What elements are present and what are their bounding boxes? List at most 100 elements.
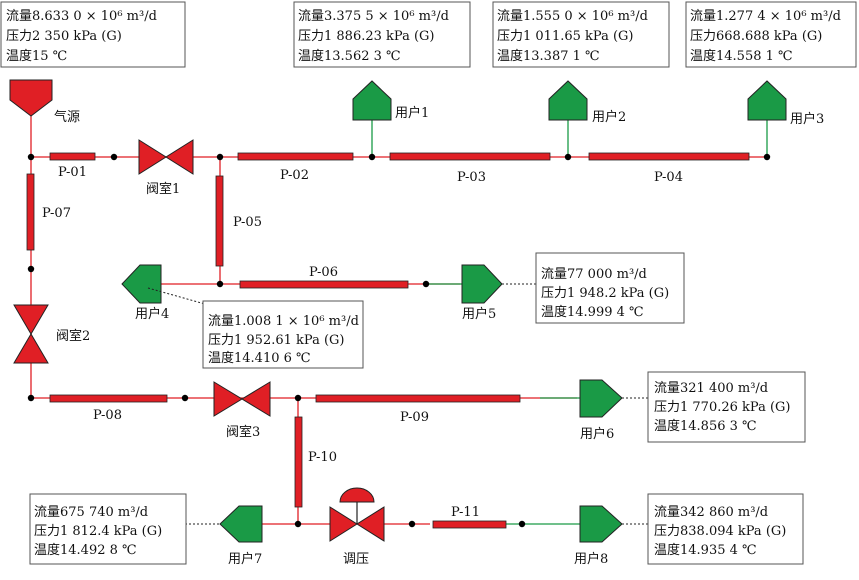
user-2-flow-text: 流量1.555 0 × 10⁶ m³/d (497, 9, 648, 24)
user-3[interactable]: 用户3 (747, 80, 824, 127)
pipe-segments (26, 152, 750, 529)
pipe-p11[interactable] (432, 520, 507, 529)
info-box-user-2: 流量1.555 0 × 10⁶ m³/d 压力1 011.65 kPa (G) … (492, 1, 670, 68)
user-6-temp-text: 温度14.856 3 ℃ (654, 418, 757, 434)
user-station-icon (352, 80, 392, 121)
info-box-user-4: 流量1.008 1 × 10⁶ m³/d 压力1 952.61 kPa (G) … (202, 300, 364, 369)
user-7-temp-text: 温度14.492 8 ℃ (34, 542, 137, 558)
regulator-actuator-icon (339, 487, 375, 503)
pressure-regulator[interactable]: 调压 (329, 487, 385, 567)
leader-lines (147, 283, 648, 525)
pipe-p01[interactable] (49, 152, 96, 161)
user-station-icon (548, 80, 588, 121)
pipe-label-p10: P-10 (308, 450, 337, 465)
valve-room-1-label: 阀室1 (146, 181, 180, 197)
pipe-p04[interactable] (588, 152, 750, 161)
user-5-pressure-text: 压力1 948.2 kPa (G) (541, 286, 669, 301)
valve-icon (138, 139, 167, 175)
user-4-pressure-text: 压力1 952.61 kPa (G) (208, 333, 344, 348)
user-8[interactable]: 用户8 (574, 505, 623, 567)
user-8-flow-text: 流量342 860 m³/d (654, 505, 768, 520)
valve-room-1[interactable]: 阀室1 (138, 139, 194, 197)
user-7-pressure-text: 压力1 812.4 kPa (G) (34, 524, 162, 539)
user-5-temp-text: 温度14.999 4 ℃ (541, 304, 644, 320)
user-3-pressure-text: 压力668.688 kPa (G) (690, 29, 822, 44)
user-8-temp-text: 温度14.935 4 ℃ (654, 542, 757, 558)
gas-source-label: 气源 (54, 109, 80, 125)
user-4-flow-text: 流量1.008 1 × 10⁶ m³/d (208, 314, 359, 329)
pipe-p05[interactable] (215, 175, 224, 267)
user-2-label: 用户2 (592, 109, 626, 125)
info-box-user-1: 流量3.375 5 × 10⁶ m³/d 压力1 886.23 kPa (G) … (293, 1, 471, 68)
regulator-label: 调压 (343, 552, 369, 567)
valve-room-3-label: 阀室3 (226, 424, 260, 440)
user-5[interactable]: 用户5 (461, 264, 503, 322)
info-box-user-5: 流量77 000 m³/d 压力1 948.2 kPa (G) 温度14.999… (535, 252, 685, 324)
user-station-icon (121, 264, 162, 304)
user-1[interactable]: 用户1 (352, 80, 429, 121)
user-2-temp-text: 温度13.387 1 ℃ (497, 48, 600, 64)
user-1-flow-text: 流量3.375 5 × 10⁶ m³/d (298, 9, 449, 24)
valve-icon (213, 381, 243, 417)
user-3-temp-text: 温度14.558 1 ℃ (690, 48, 793, 64)
valve-room-2-label: 阀室2 (56, 328, 90, 344)
user-4-temp-text: 温度14.410 6 ℃ (208, 350, 311, 366)
info-box-user-6: 流量321 400 m³/d 压力1 770.26 kPa (G) 温度14.8… (647, 371, 806, 443)
valve-room-3[interactable]: 阀室3 (213, 381, 271, 440)
user-7-label: 用户7 (228, 551, 262, 567)
user-8-pressure-text: 压力838.094 kPa (G) (654, 524, 786, 539)
user-5-label: 用户5 (462, 306, 496, 322)
junction-nodes (27, 153, 771, 528)
pipe-p02[interactable] (237, 152, 354, 161)
user-7[interactable]: 用户7 (219, 505, 263, 567)
pipe-label-p06: P-06 (309, 265, 338, 280)
pipe-label-p09: P-09 (400, 410, 429, 425)
user-1-pressure-text: 压力1 886.23 kPa (G) (298, 29, 434, 44)
source-flow-text: 流量8.633 0 × 10⁶ m³/d (6, 9, 157, 24)
user-station-icon (461, 264, 503, 304)
valve-icon (13, 333, 49, 364)
pipe-labels: P-01 P-02 P-03 P-04 P-05 P-06 P-07 P-08 … (42, 165, 683, 520)
user-7-flow-text: 流量675 740 m³/d (34, 505, 148, 520)
pipe-p06[interactable] (239, 280, 409, 289)
user-3-flow-text: 流量1.277 4 × 10⁶ m³/d (690, 9, 841, 24)
user-branch-lines (371, 120, 768, 525)
pipe-p03[interactable] (389, 152, 551, 161)
gas-source-icon (9, 79, 53, 117)
info-box-user-8: 流量342 860 m³/d 压力838.094 kPa (G) 温度14.93… (647, 493, 804, 565)
user-6[interactable]: 用户6 (579, 379, 623, 442)
user-1-label: 用户1 (395, 105, 429, 121)
info-box-user-7: 流量675 740 m³/d 压力1 812.4 kPa (G) 温度14.49… (29, 493, 187, 565)
pipe-p09[interactable] (315, 394, 521, 403)
pipe-p07[interactable] (26, 173, 35, 251)
source-temp-text: 温度15 ℃ (6, 48, 67, 64)
pipe-p08[interactable] (49, 394, 168, 403)
user-3-label: 用户3 (790, 111, 824, 127)
user-station-icon (747, 80, 787, 121)
user-2-pressure-text: 压力1 011.65 kPa (G) (497, 29, 633, 44)
source-pressure-text: 压力2 350 kPa (G) (6, 29, 122, 44)
valve-icon (356, 506, 385, 542)
pipe-label-p02: P-02 (280, 168, 309, 183)
user-station-icon (579, 379, 623, 418)
valve-room-2[interactable]: 阀室2 (13, 304, 90, 364)
user-8-label: 用户8 (574, 551, 608, 567)
user-2[interactable]: 用户2 (548, 80, 626, 125)
pipe-label-p08: P-08 (93, 408, 122, 423)
user-6-flow-text: 流量321 400 m³/d (654, 381, 768, 396)
pipe-label-p01: P-01 (58, 165, 87, 180)
user-station-icon (579, 505, 623, 543)
pipe-label-p04: P-04 (654, 170, 683, 185)
pipe-label-p05: P-05 (233, 215, 262, 230)
valve-icon (165, 139, 194, 175)
user-5-flow-text: 流量77 000 m³/d (541, 267, 647, 282)
pipe-label-p07: P-07 (42, 206, 71, 221)
valve-icon (13, 304, 49, 335)
valve-icon (241, 381, 271, 417)
pipe-label-p03: P-03 (457, 170, 486, 185)
user-4[interactable]: 用户4 (121, 264, 169, 322)
gas-source[interactable]: 气源 (9, 79, 80, 125)
user-1-temp-text: 温度13.562 3 ℃ (298, 48, 401, 64)
pipe-p10[interactable] (294, 416, 303, 508)
